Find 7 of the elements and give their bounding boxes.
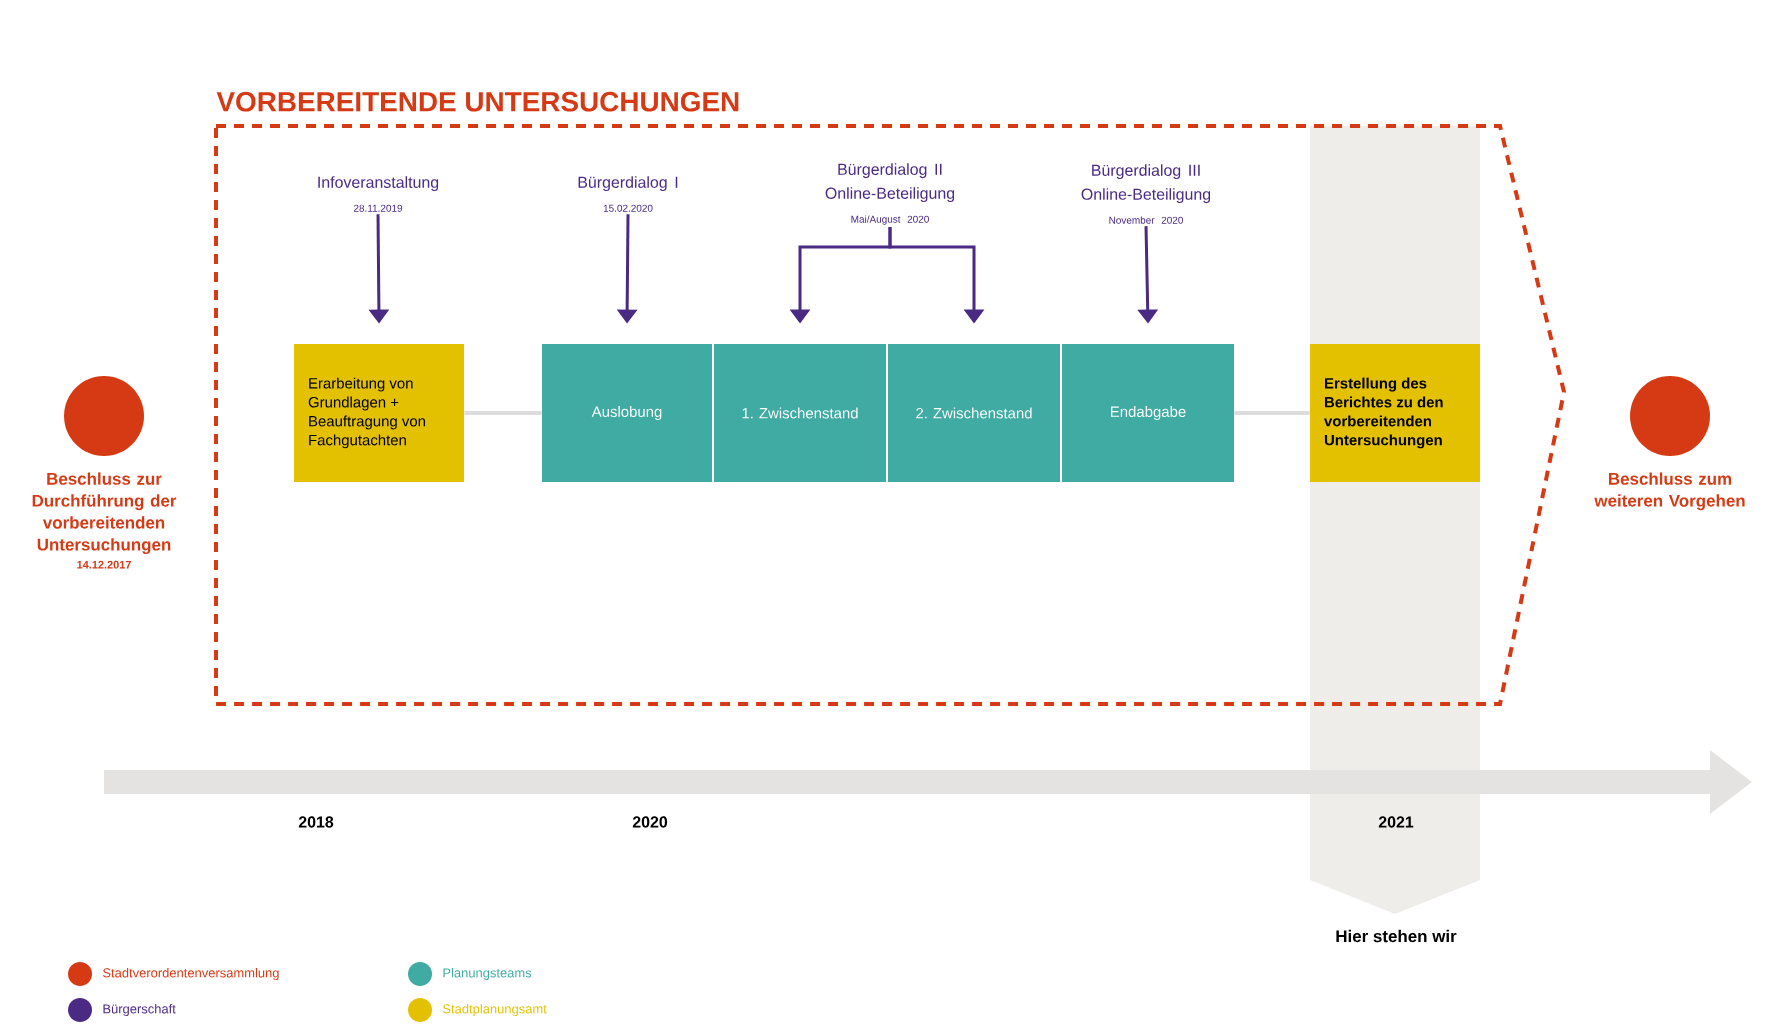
status-label: Hier stehen wir bbox=[1336, 929, 1457, 943]
connector-line bbox=[464, 411, 542, 415]
decision-circle bbox=[64, 376, 144, 456]
decision-label: Beschluss zur Durchführung der vorbereitenden Untersuchungen bbox=[32, 472, 177, 554]
connector-line bbox=[1234, 411, 1310, 415]
decision-circle bbox=[1630, 376, 1710, 456]
decision-label: Beschluss zum weiteren Vorgehen bbox=[1594, 472, 1745, 511]
